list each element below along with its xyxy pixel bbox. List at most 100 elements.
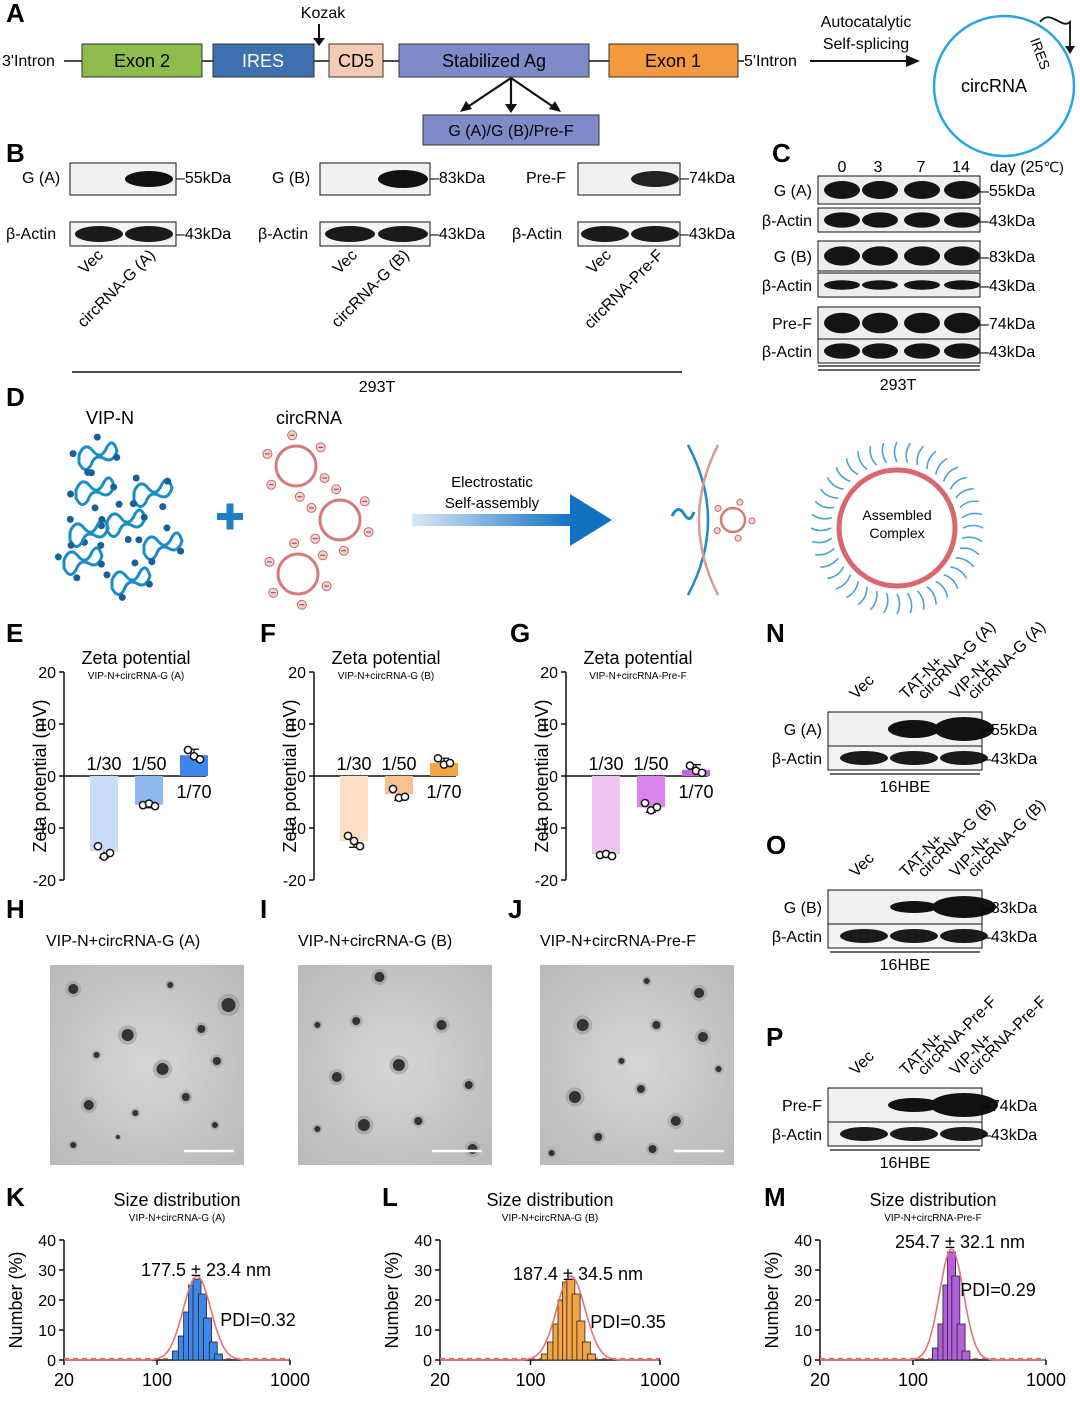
x-tick-label: 20 xyxy=(430,1370,450,1390)
particle xyxy=(576,1019,589,1031)
band xyxy=(888,1098,940,1112)
corona-peptide xyxy=(916,590,925,610)
panel-label-g: G xyxy=(510,618,530,648)
left-intron-label: 3'Intron xyxy=(2,53,55,70)
day-7: 7 xyxy=(917,159,926,176)
kda: 43kDa xyxy=(991,751,1037,768)
data-point xyxy=(93,841,103,851)
kda: 43kDa xyxy=(991,1127,1037,1144)
cation-dot xyxy=(91,504,99,512)
kda: 74kDa xyxy=(991,1098,1037,1115)
data-point xyxy=(640,798,650,808)
particle xyxy=(392,1059,405,1071)
segment-exon1-label: Exon 1 xyxy=(645,51,701,71)
complex-ring xyxy=(836,467,958,589)
vip-n-label: VIP-N xyxy=(86,408,134,428)
cation-dot xyxy=(113,453,121,461)
segment-ires xyxy=(212,43,315,78)
band xyxy=(862,246,898,266)
particle xyxy=(568,1091,581,1103)
fit-curve xyxy=(820,1248,1045,1361)
size-bar xyxy=(961,1350,971,1361)
y-tick-label: 30 xyxy=(38,1263,56,1280)
y-tick-label: -20 xyxy=(283,873,306,890)
y-tick-label: 20 xyxy=(540,665,558,682)
band xyxy=(824,312,860,334)
corona-peptide xyxy=(942,466,959,482)
band xyxy=(930,1093,998,1117)
cation-dot xyxy=(118,593,126,601)
particle xyxy=(374,972,385,982)
particle xyxy=(93,1052,100,1058)
band xyxy=(824,212,860,228)
band xyxy=(944,181,980,199)
kda: 43kDa xyxy=(991,929,1037,946)
particle xyxy=(436,1020,447,1030)
blot-c-row-kda: –74kDa xyxy=(980,316,1035,333)
blot-b-cell: 293T xyxy=(359,379,396,396)
cation-dot xyxy=(73,574,81,582)
blot-loading-label: β-Actin xyxy=(772,1127,822,1144)
particle xyxy=(314,1022,321,1028)
size-subtitle: VIP-N+circRNA-G (B) xyxy=(502,1213,598,1224)
blot-target-kda: –55kDa xyxy=(982,722,1037,739)
blot-loading-kda: –43kDa xyxy=(982,929,1037,946)
particle xyxy=(694,988,705,998)
blot-target-label: G (B) xyxy=(784,900,822,917)
vip-n-peptide xyxy=(68,518,110,548)
size-annotation: 177.5 ± 23.4 nm xyxy=(141,1260,271,1280)
vip-n-peptide xyxy=(74,476,116,506)
cation-dot xyxy=(135,536,143,544)
corona-peptide xyxy=(935,457,948,475)
cation-dot xyxy=(54,553,62,561)
tem-a-label: VIP-N+circRNA-G (A) xyxy=(46,933,200,950)
corona-peptide xyxy=(882,592,889,614)
y-tick-label: 10 xyxy=(414,1323,432,1340)
category-label: 1/30 xyxy=(86,754,121,774)
particle xyxy=(132,1110,139,1116)
data-point xyxy=(343,831,353,841)
zeta-subtitle: VIP-N+circRNA-G (A) xyxy=(88,671,184,682)
fit-curve xyxy=(440,1275,659,1361)
blot-b3-lane-vec: Vec xyxy=(584,247,615,278)
cation-dot xyxy=(177,547,185,555)
plus-icon xyxy=(217,503,243,530)
particle xyxy=(697,1032,708,1042)
vip-n-peptide xyxy=(105,508,147,538)
data-point xyxy=(433,753,443,763)
corona-peptide xyxy=(943,573,959,590)
day-unit: day (25℃) xyxy=(990,159,1064,176)
data-point xyxy=(99,852,109,861)
y-tick-label: -20 xyxy=(33,873,56,890)
tem-image-1 xyxy=(298,965,492,1165)
blot-b2-lane-vec: Vec xyxy=(330,247,361,278)
category-label: 1/50 xyxy=(381,754,416,774)
y-tick-label: 20 xyxy=(288,665,306,682)
y-axis-label: Number (%) xyxy=(6,1251,26,1348)
category-label: 1/70 xyxy=(176,782,211,802)
circrna-particles xyxy=(262,430,374,610)
corona-peptide xyxy=(881,442,888,464)
blot-b1-loading: β-Actin xyxy=(6,226,56,243)
particle xyxy=(197,1025,206,1033)
band xyxy=(944,343,980,359)
cation-dot xyxy=(97,541,105,549)
y-tick-label: 20 xyxy=(794,1293,812,1310)
band xyxy=(862,280,898,290)
vip-membrane-arc xyxy=(686,444,710,596)
corona-peptide xyxy=(935,580,949,598)
circrna-ring xyxy=(274,444,318,488)
band xyxy=(840,929,888,943)
panel-a: A 3'Intron Exon 2 IRES CD5 Stabilized Ag… xyxy=(2,0,1076,158)
vip-n-peptide xyxy=(670,508,696,520)
corona-peptide xyxy=(810,527,832,532)
band xyxy=(944,246,980,266)
antigens-box xyxy=(422,114,600,146)
blot-b3-target-kda: –74kDa xyxy=(680,170,735,187)
